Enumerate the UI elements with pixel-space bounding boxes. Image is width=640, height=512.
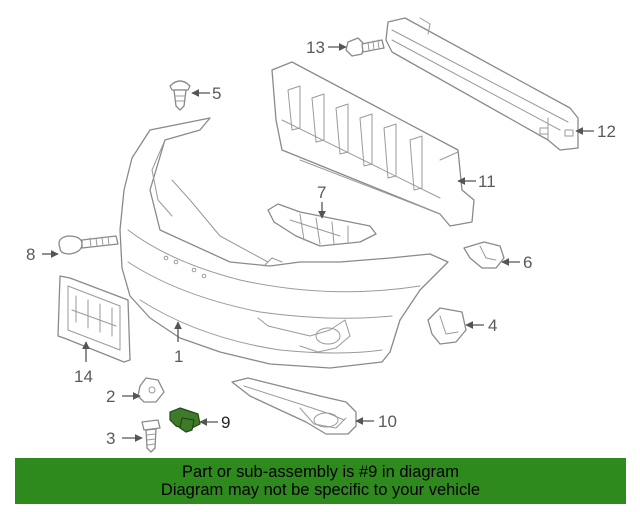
callout-labels: 1 2 3 4 5 6 7 8 9 10 11 12 13 14 bbox=[26, 38, 616, 448]
callout-14: 14 bbox=[74, 367, 93, 386]
part-5-push-clip bbox=[169, 80, 191, 111]
part-7-bracket bbox=[267, 203, 377, 247]
callout-6: 6 bbox=[523, 253, 532, 272]
callout-5: 5 bbox=[212, 84, 221, 103]
banner-line-1: Part or sub-assembly is #9 in diagram bbox=[182, 463, 459, 481]
callout-11: 11 bbox=[478, 172, 496, 191]
callout-9: 9 bbox=[221, 413, 230, 432]
banner-line-2: Diagram may not be specific to your vehi… bbox=[160, 481, 481, 499]
callout-2: 2 bbox=[106, 387, 115, 406]
part-2-clip bbox=[137, 377, 165, 403]
leader-lines bbox=[42, 43, 594, 442]
part-11-energy-absorber bbox=[271, 61, 475, 227]
part-13-bolt bbox=[345, 37, 385, 57]
part-3-screw bbox=[141, 419, 161, 453]
parts-diagram: 1 2 3 4 5 6 7 8 9 10 11 12 13 14 bbox=[26, 17, 616, 453]
part-12-reinforcement-beam bbox=[385, 17, 579, 151]
callout-12: 12 bbox=[597, 122, 616, 141]
callout-4: 4 bbox=[488, 316, 497, 335]
part-8-tow-hook bbox=[58, 235, 119, 255]
part-4-retainer bbox=[427, 307, 467, 345]
callout-3: 3 bbox=[106, 429, 115, 448]
callout-7: 7 bbox=[317, 183, 326, 202]
part-6-retainer bbox=[463, 241, 505, 269]
callout-13: 13 bbox=[306, 38, 325, 57]
part-14-license-bracket bbox=[57, 275, 131, 363]
part-10-fog-bezel bbox=[231, 377, 357, 435]
part-1-bumper-cover bbox=[119, 117, 449, 369]
part-9-highlighted-bracket bbox=[169, 407, 201, 433]
info-banner: Part or sub-assembly is #9 in diagram Di… bbox=[15, 458, 626, 504]
callout-1: 1 bbox=[174, 347, 183, 366]
callout-10: 10 bbox=[378, 412, 397, 431]
callout-8: 8 bbox=[26, 245, 35, 264]
